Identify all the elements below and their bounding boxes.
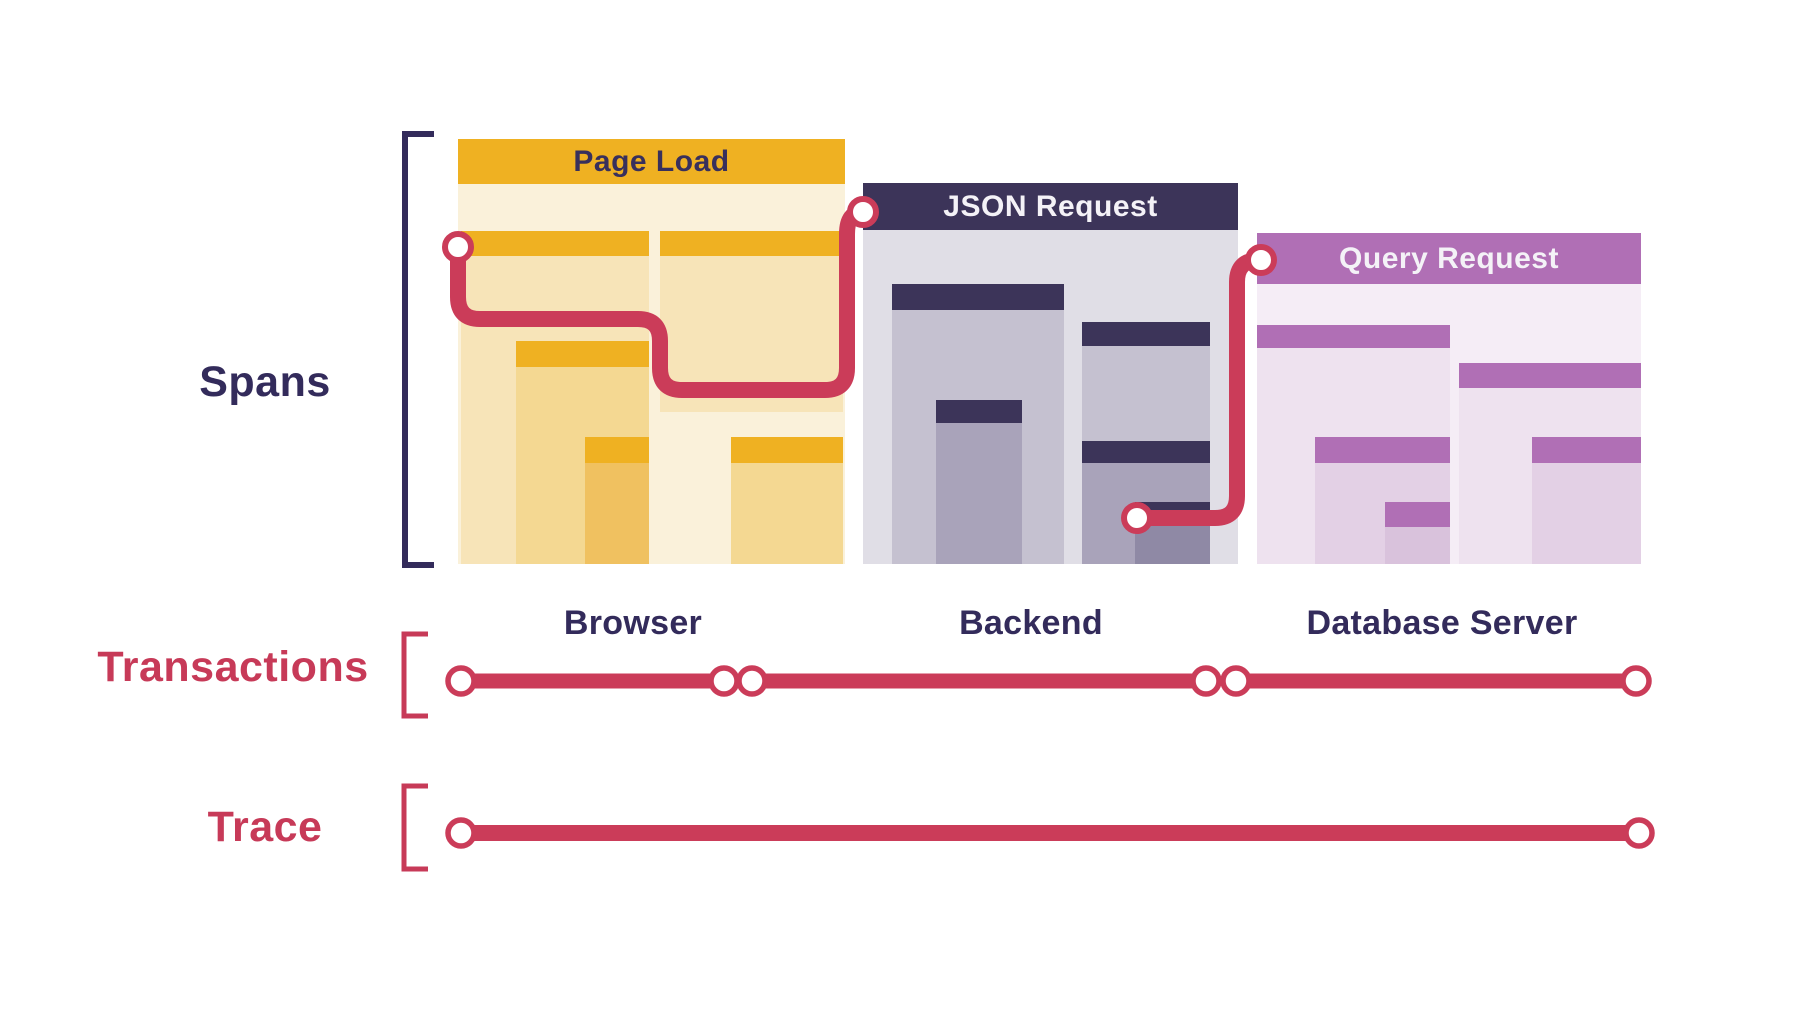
transactions-section-label: Transactions [97, 643, 369, 691]
transaction-endpoint [1620, 665, 1652, 697]
span-bar-header [892, 284, 1064, 310]
trace-endpoint [1623, 817, 1655, 849]
transaction-endpoint [736, 665, 768, 697]
span-bar-header [1257, 325, 1450, 348]
span-bar-header [1082, 322, 1210, 346]
span-bar-body [660, 256, 843, 412]
query-request-panel: Query Request [1257, 233, 1641, 564]
spans-section-label: Spans [199, 358, 331, 406]
json-request-header: JSON Request [863, 183, 1238, 230]
span-bar-body [1385, 527, 1450, 564]
transaction-endpoint [1220, 665, 1252, 697]
span-bar-header [936, 400, 1022, 423]
span-bar-header [660, 231, 843, 256]
span-bar-body [936, 423, 1022, 564]
span-bar-body [1532, 463, 1641, 564]
trace-section-label: Trace [207, 803, 323, 851]
span-bar-header [1315, 437, 1450, 463]
transaction-endpoint [1190, 665, 1222, 697]
page-load-title: Page Load [573, 144, 730, 178]
json-request-panel: JSON Request [863, 183, 1238, 564]
span-bar-body [1135, 524, 1210, 564]
transaction-endpoint [708, 665, 740, 697]
page-load-header: Page Load [458, 139, 845, 184]
span-bar-header [516, 341, 649, 367]
span-bar-header [1135, 502, 1210, 524]
span-bar-body [731, 463, 843, 564]
span-bar-header [1385, 502, 1450, 527]
browser-label: Browser [563, 604, 703, 642]
query-request-header: Query Request [1257, 233, 1641, 284]
trace-endpoint [445, 817, 477, 849]
page-load-panel: Page Load [458, 139, 845, 564]
database-server-label: Database Server [1306, 604, 1578, 642]
span-bar-header [731, 437, 843, 463]
transaction-endpoint [445, 665, 477, 697]
json-request-title: JSON Request [943, 189, 1158, 223]
backend-label: Backend [959, 604, 1103, 642]
query-request-title: Query Request [1339, 241, 1559, 275]
span-bar-header [1459, 363, 1641, 388]
spans-bracket [402, 131, 434, 568]
span-bar-header [1532, 437, 1641, 463]
span-bar-header [585, 437, 649, 463]
span-bar-header [1082, 441, 1210, 463]
span-bar-header [461, 231, 649, 256]
span-bar-body [585, 463, 649, 564]
